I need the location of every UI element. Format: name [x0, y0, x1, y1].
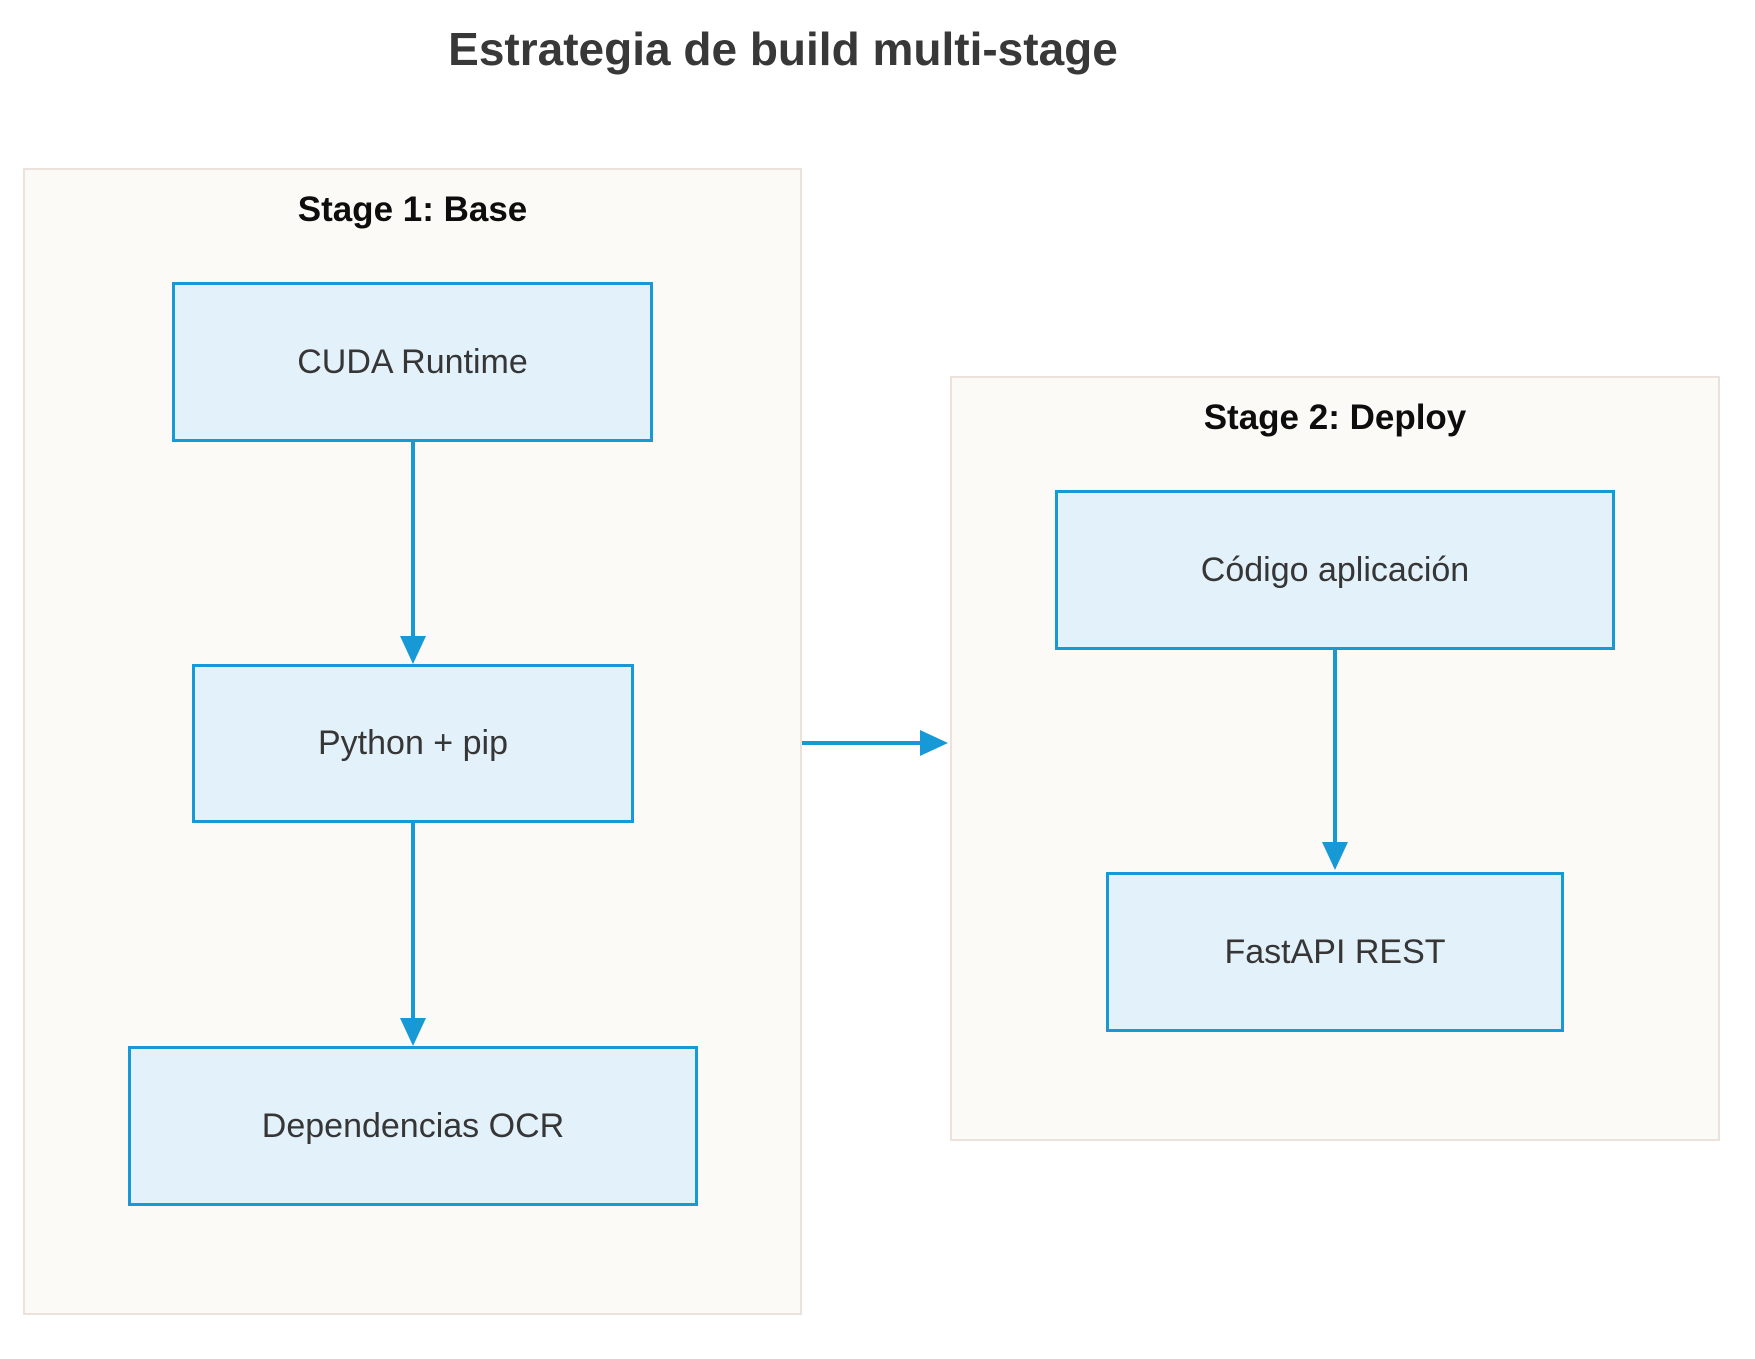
cluster-stage1-label: Stage 1: Base — [297, 190, 528, 229]
node-codigo-aplicacion-label: Código aplicación — [1200, 550, 1470, 589]
node-dependencias-ocr-label: Dependencias OCR — [261, 1106, 565, 1145]
node-cuda-runtime: CUDA Runtime — [172, 282, 653, 442]
node-python-pip: Python + pip — [192, 664, 634, 823]
node-codigo-aplicacion: Código aplicación — [1055, 490, 1615, 650]
node-python-pip-label: Python + pip — [318, 724, 508, 762]
cluster-stage2-label: Stage 2: Deploy — [1203, 398, 1467, 437]
arrow-head — [920, 730, 948, 756]
node-fastapi-rest-label: FastAPI REST — [1224, 932, 1446, 971]
page-title: Estrategia de build multi-stage — [448, 23, 1118, 75]
node-dependencias-ocr: Dependencias OCR — [128, 1046, 698, 1206]
node-cuda-runtime-label: CUDA Runtime — [297, 342, 528, 381]
node-fastapi-rest: FastAPI REST — [1106, 872, 1564, 1032]
arrow-stage1-to-stage2 — [802, 730, 948, 756]
